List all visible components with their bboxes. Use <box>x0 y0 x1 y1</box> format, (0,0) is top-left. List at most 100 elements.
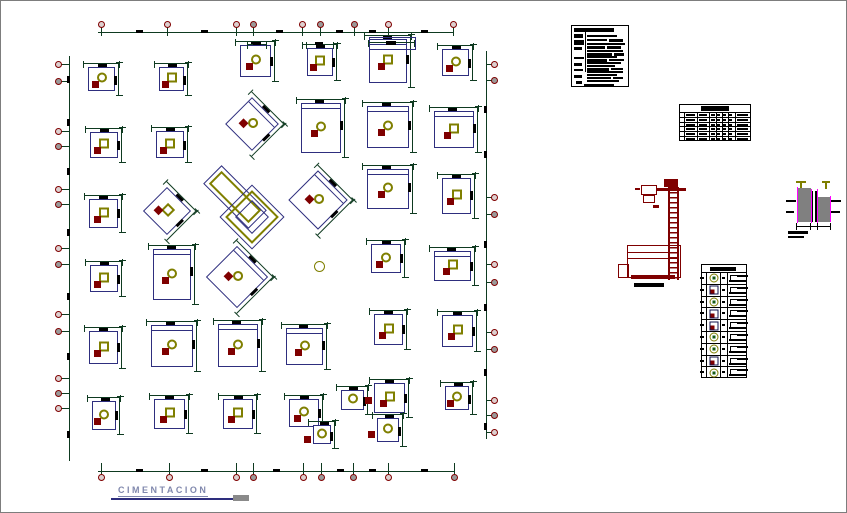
dimension-text-bar <box>100 398 110 401</box>
table-line <box>680 121 750 123</box>
grid-tick <box>61 314 70 315</box>
side-tick <box>831 211 840 213</box>
anchor-bracket <box>641 185 657 195</box>
grid-bubble <box>385 21 392 28</box>
grid-tick <box>61 81 70 82</box>
column-cap <box>664 179 678 187</box>
column-mark <box>378 191 385 198</box>
grid-tick <box>454 463 455 474</box>
notes-text-bar <box>587 65 615 67</box>
column-symbol <box>452 324 463 335</box>
grid-bubble <box>55 405 62 412</box>
legend-text-cell <box>728 297 748 308</box>
grid-bubble <box>491 211 498 218</box>
schedule-cell-bar <box>723 118 726 121</box>
column-symbol <box>449 123 459 133</box>
column-mark <box>91 81 99 88</box>
grid-axis-top <box>98 32 453 33</box>
dimension-line <box>116 62 123 96</box>
column-symbol <box>381 252 391 262</box>
detail-label-bar <box>634 283 664 287</box>
dimension-text-bar <box>470 190 473 200</box>
dimension-line <box>408 34 415 88</box>
dimension-text-bar <box>99 196 109 199</box>
dimension-text-bar <box>175 193 185 202</box>
grid-bubble <box>166 474 173 481</box>
notes-text-bar <box>574 57 584 59</box>
column-mark <box>378 331 386 339</box>
dimension-text-bar <box>470 261 473 271</box>
rebar-hook-icon <box>730 369 737 376</box>
schedule-cell-bar <box>711 128 715 131</box>
footing <box>336 384 372 415</box>
axis-dash <box>336 30 343 33</box>
grid-tick <box>61 331 70 332</box>
legend-text-bar <box>729 327 747 330</box>
grid-bubble <box>98 21 105 28</box>
notes-text-bar <box>587 71 623 73</box>
axis-dash <box>136 469 143 472</box>
notes-text-bar <box>587 68 609 71</box>
column-symbol <box>451 189 462 200</box>
axis-dash <box>136 30 143 33</box>
legend-row <box>700 319 748 331</box>
dimension-line <box>254 394 261 434</box>
dimension-line <box>117 396 124 435</box>
table-line <box>735 112 736 140</box>
dimension-line <box>154 61 189 68</box>
detail-label-bar <box>788 236 804 238</box>
column-symbol <box>317 428 327 438</box>
dimension-text-bar <box>117 274 120 284</box>
schedule-cell-bar <box>729 138 732 140</box>
dimension-line <box>154 254 190 255</box>
dimension-text-bar <box>97 64 107 67</box>
grid-bubble <box>250 21 257 28</box>
anchor-tick <box>635 188 640 190</box>
footing <box>235 39 279 82</box>
column-symbol <box>383 54 393 65</box>
detail-label-bar <box>788 231 808 234</box>
dimension-text-bar <box>332 58 335 68</box>
legend-row <box>700 307 748 320</box>
column-symbol <box>98 341 109 351</box>
schedule-cell-bar <box>729 114 732 116</box>
legend-symbol-cell <box>707 367 721 379</box>
footing-lip <box>618 264 629 278</box>
dimension-line <box>272 40 279 82</box>
column-mark <box>153 205 164 216</box>
dimension-line <box>84 325 123 332</box>
grid-bubble <box>385 474 392 481</box>
grid-tick <box>61 204 70 205</box>
schedule-cell-bar <box>699 133 707 136</box>
schedule-cell-bar <box>737 114 748 116</box>
dimension-line <box>410 164 417 214</box>
dimension-line <box>429 245 476 252</box>
column-symbol <box>383 120 393 131</box>
axis-dash <box>484 369 487 376</box>
column-mark <box>378 63 385 70</box>
dimension-line <box>281 322 328 329</box>
schedule-cell-bar <box>686 123 695 126</box>
schedule-cell-bar <box>711 138 715 140</box>
legend-text-bar <box>729 303 747 306</box>
schedule-cell-bar <box>711 118 715 121</box>
schedule-cell-bar <box>723 123 726 126</box>
schedule-cell-bar <box>711 114 715 116</box>
dimension-line <box>287 333 322 334</box>
column-mark <box>162 348 169 355</box>
footing <box>146 319 201 372</box>
dimension-text-bar <box>452 175 462 178</box>
rebar-hook-icon <box>730 275 737 281</box>
grid-tick <box>61 393 70 394</box>
title-scale-mark <box>233 495 249 501</box>
grid-bubble <box>299 21 306 28</box>
schedule-cell-bar <box>699 118 707 121</box>
footing <box>142 181 197 241</box>
footing <box>284 393 327 432</box>
grid-axis-left <box>69 56 70 461</box>
legend-mid-cell <box>721 320 728 331</box>
grid-bubble <box>55 78 62 85</box>
axis-dash <box>201 469 208 472</box>
notes-text-bar <box>587 59 607 62</box>
dimension-line <box>366 238 406 245</box>
